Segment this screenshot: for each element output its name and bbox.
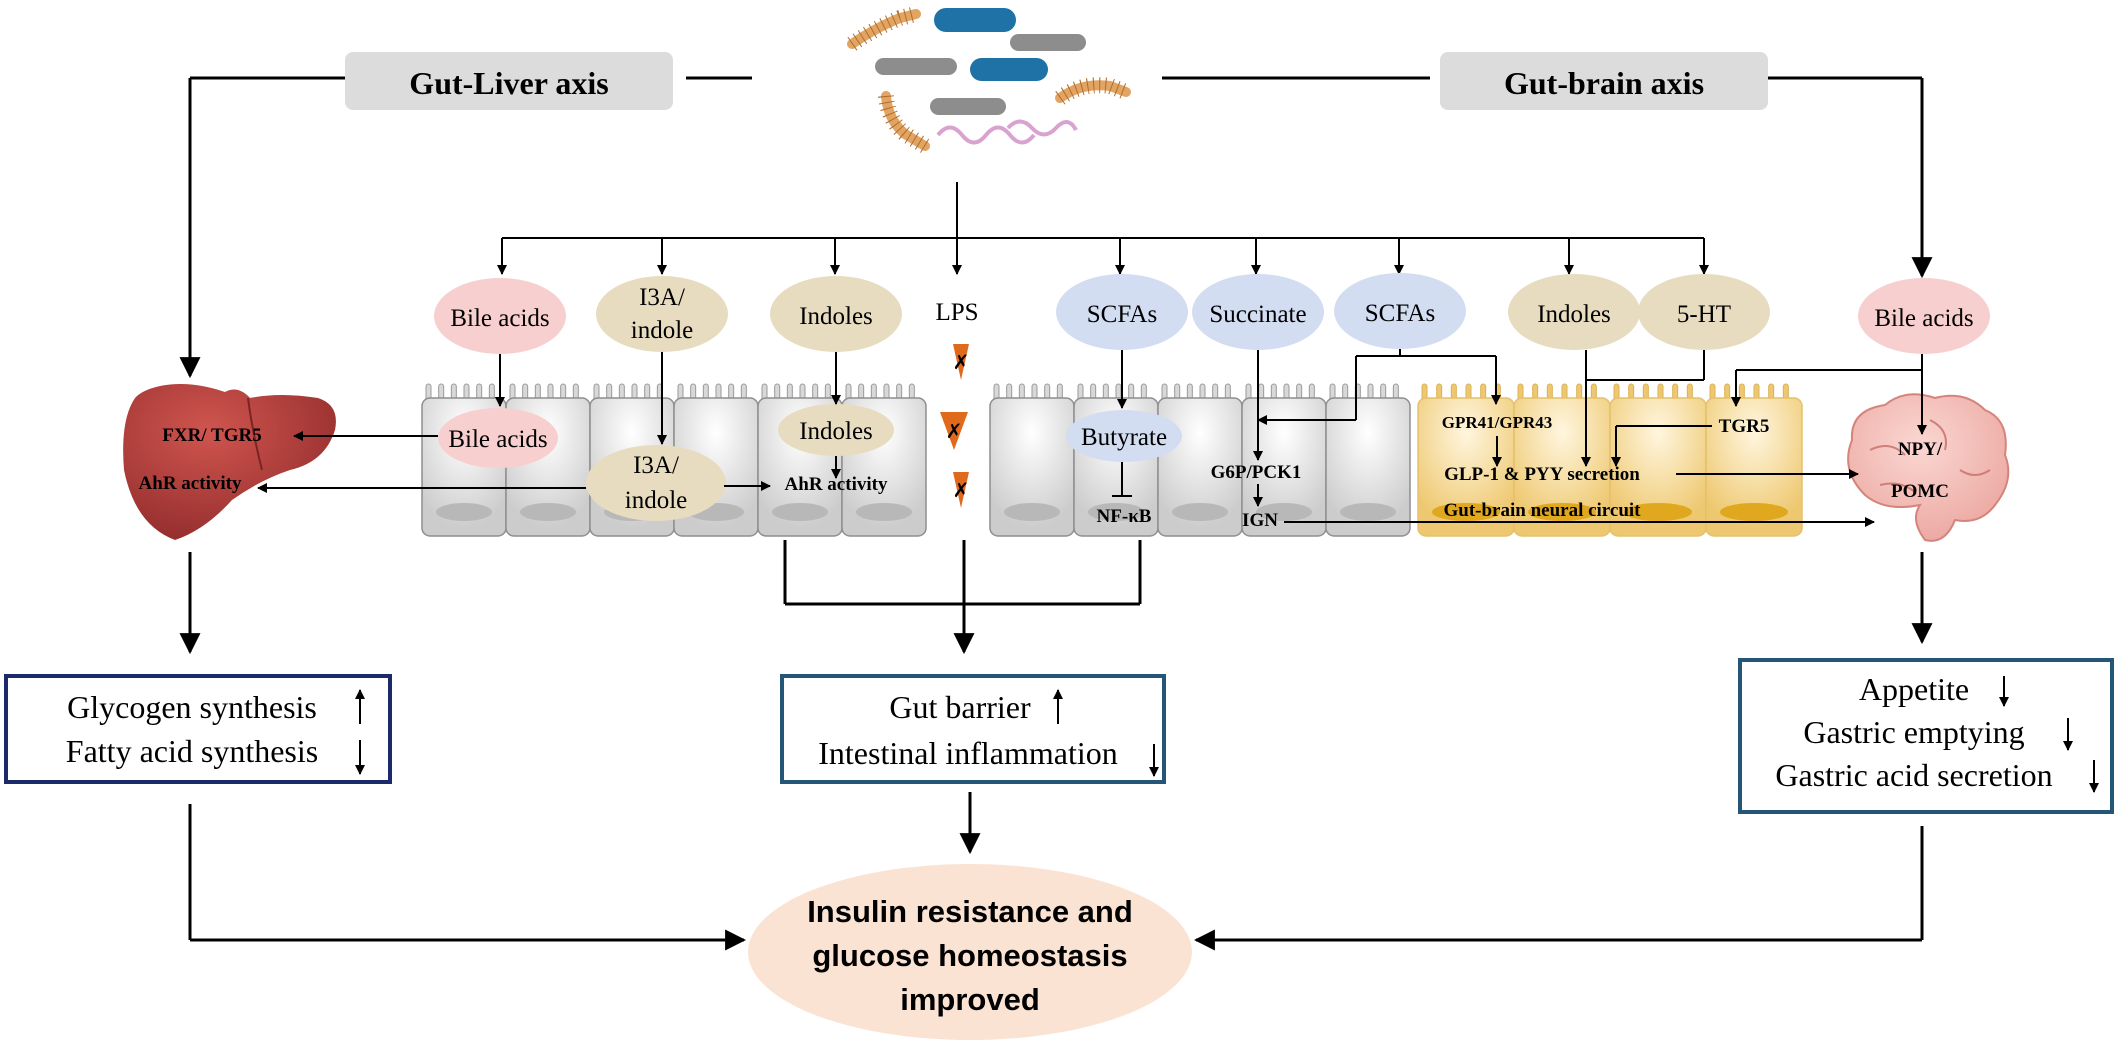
gut-brain-axis-box <box>1440 52 1768 110</box>
gut-brain-axis-title: Gut-brain axis <box>1504 65 1704 101</box>
enteroendocrine-cell <box>1417 383 1515 537</box>
gut-outcome-arrows <box>1053 689 1159 777</box>
scfas-1-label: SCFAs <box>1087 301 1157 328</box>
succinate-label: Succinate <box>1209 301 1306 328</box>
appetite-label: Appetite <box>1859 671 1969 707</box>
neural-circuit-label: Gut-brain neural circuit <box>1443 500 1641 521</box>
outcome-connectors <box>179 540 1933 951</box>
microbiota-icon <box>847 6 1131 153</box>
indole-cell-label: indole <box>625 487 688 514</box>
glp1-pyy-label: GLP-1 & PYY secretion <box>1444 464 1640 485</box>
brain-outcome-arrows <box>1999 676 2099 793</box>
brain-pomc-label: POMC <box>1891 481 1949 502</box>
indoles-cell-label: Indoles <box>799 418 873 445</box>
bile-acids-oval <box>434 278 566 354</box>
liver-icon <box>123 384 336 540</box>
indoles-right-label: Indoles <box>1537 301 1611 328</box>
indole-label: indole <box>631 317 694 344</box>
intestinal-inflammation-label: Intestinal inflammation <box>818 735 1117 771</box>
indoles-oval-left <box>770 276 902 352</box>
gastric-acid-secretion-label: Gastric acid secretion <box>1775 757 2052 793</box>
final-line-3: improved <box>900 982 1040 1017</box>
pathway-arrows <box>257 349 1927 527</box>
bile-acids-brain-oval <box>1858 278 1990 354</box>
nfkb-label: NF-κB <box>1097 506 1152 527</box>
i3a-cell-label: I3A/ <box>633 452 679 479</box>
indoles-cell-oval <box>778 404 894 456</box>
gastric-emptying-label: Gastric emptying <box>1803 714 2024 750</box>
final-line-1: Insulin resistance and <box>807 894 1133 929</box>
i3a-indole-cell-oval <box>586 445 726 521</box>
metabolite-distribution-tree <box>497 182 1709 275</box>
bile-acids-cell-label: Bile acids <box>448 426 547 453</box>
epithelial-cell <box>989 383 1075 537</box>
succinate-oval <box>1192 274 1324 350</box>
gpr41-43-label: GPR41/GPR43 <box>1442 413 1553 432</box>
gut-liver-axis-title: Gut-Liver axis <box>409 65 608 101</box>
fatty-acid-synthesis-label: Fatty acid synthesis <box>66 733 318 769</box>
lps-blocked-icons: ✗ ✗ ✗ <box>940 344 969 508</box>
liver-receptor-label: FXR/ TGR5 <box>162 425 261 446</box>
liver-ahr-label: AhR activity <box>139 473 242 494</box>
butyrate-oval <box>1066 410 1182 462</box>
five-ht-oval <box>1638 274 1770 350</box>
five-ht-label: 5-HT <box>1677 301 1731 328</box>
enteroendocrine-cell <box>1705 383 1803 537</box>
scfas-oval-1 <box>1056 274 1188 350</box>
ahr-activity-cell-label: AhR activity <box>785 474 888 495</box>
scfas-oval-2 <box>1334 273 1466 349</box>
gut-liver-axis-box <box>345 52 673 110</box>
brain-npy-label: NPY/ <box>1898 439 1943 460</box>
metabolite-row: Bile acids I3A/ indole Indoles LPS SCFAs… <box>434 273 1990 354</box>
lps-label: LPS <box>935 299 978 326</box>
svg-text:✗: ✗ <box>953 352 970 374</box>
axis-connectors <box>179 76 1933 379</box>
svg-text:✗: ✗ <box>953 480 970 502</box>
final-outcome-ellipse <box>748 864 1192 1040</box>
brain-outcome-box <box>1738 658 2114 814</box>
ign-label: IGN <box>1242 510 1278 531</box>
brain-icon <box>1847 393 2010 542</box>
epithelium-right <box>989 383 1411 537</box>
bile-acids-brain-label: Bile acids <box>1874 305 1973 332</box>
epithelial-cell <box>1157 383 1243 537</box>
enteroendocrine-cell <box>1609 383 1707 537</box>
bile-acids-cell-oval <box>438 408 558 468</box>
i3a-label: I3A/ <box>639 284 685 311</box>
g6p-pck1-label: G6P/PCK1 <box>1211 462 1302 483</box>
enteroendocrine-cells <box>1417 383 1803 537</box>
scfas-2-label: SCFAs <box>1365 300 1435 327</box>
glycogen-synthesis-label: Glycogen synthesis <box>67 689 317 725</box>
indoles-oval-right <box>1508 274 1640 350</box>
liver-outcome-box <box>4 674 392 784</box>
i3a-indole-oval <box>596 276 728 352</box>
tgr5-label: TGR5 <box>1719 416 1770 437</box>
final-line-2: glucose homeostasis <box>812 938 1127 973</box>
bile-acids-label: Bile acids <box>450 305 549 332</box>
svg-text:✗: ✗ <box>946 421 963 443</box>
gut-barrier-label: Gut barrier <box>889 689 1031 725</box>
epithelial-cell <box>1325 383 1411 537</box>
indoles-left-label: Indoles <box>799 303 873 330</box>
gut-outcome-box <box>780 674 1166 784</box>
butyrate-label: Butyrate <box>1081 424 1167 451</box>
